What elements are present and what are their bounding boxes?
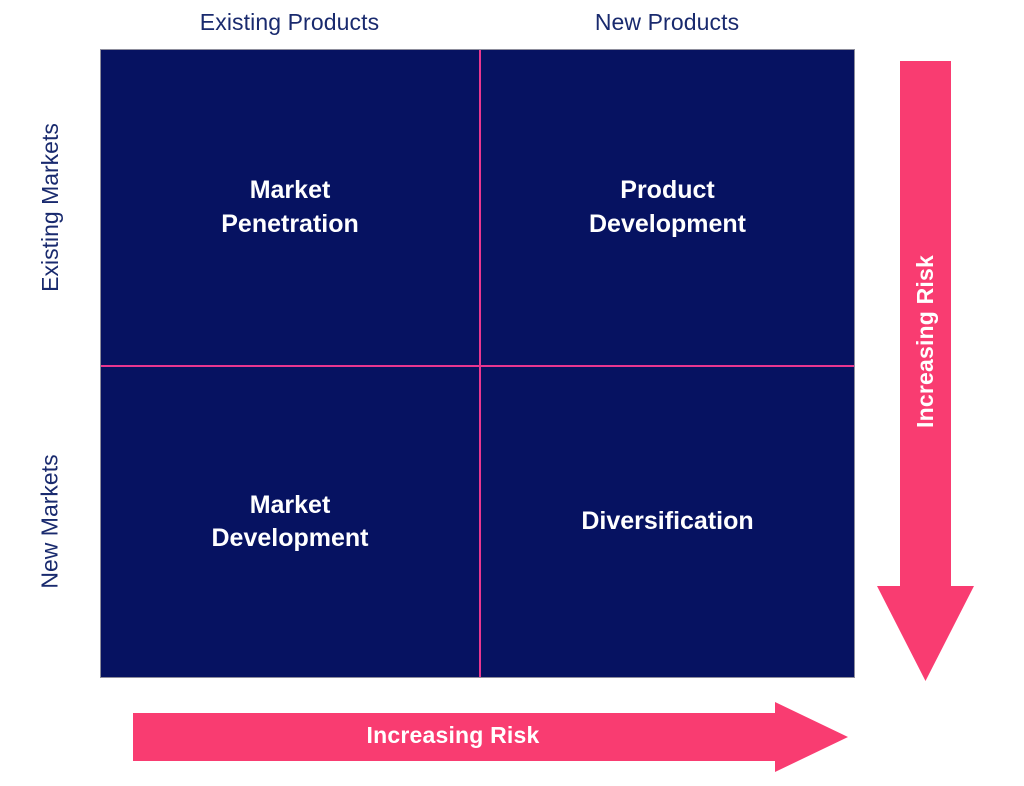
quadrant-market-development-label: Market Development <box>211 490 369 553</box>
arrow-right-icon: Increasing Risk <box>133 702 848 772</box>
row-header-new-markets: New Markets <box>0 365 100 678</box>
row-header-new-markets-label: New Markets <box>36 454 63 589</box>
quadrant-market-penetration[interactable]: Market Penetration <box>101 50 479 365</box>
arrow-down-icon: Increasing Risk <box>877 61 974 681</box>
quadrant-diversification[interactable]: Diversification <box>481 367 854 677</box>
divider-horizontal <box>101 365 854 367</box>
row-header-existing-markets: Existing Markets <box>0 49 100 365</box>
matrix-grid: Market Penetration Product Development M… <box>100 49 855 678</box>
row-header-existing-markets-label: Existing Markets <box>36 122 63 292</box>
column-header-existing-products: Existing Products <box>199 9 380 35</box>
arrow-down-shape <box>877 61 974 681</box>
divider-vertical <box>479 50 481 677</box>
quadrant-market-development[interactable]: Market Development <box>101 367 479 677</box>
quadrant-product-development-label: Product Development <box>589 176 746 238</box>
column-header-new-products: New Products <box>594 9 740 35</box>
arrow-right-shape <box>133 702 848 772</box>
quadrant-product-development[interactable]: Product Development <box>481 50 854 365</box>
quadrant-market-penetration-label: Market Penetration <box>221 176 359 238</box>
quadrant-diversification-label: Diversification <box>581 507 754 536</box>
